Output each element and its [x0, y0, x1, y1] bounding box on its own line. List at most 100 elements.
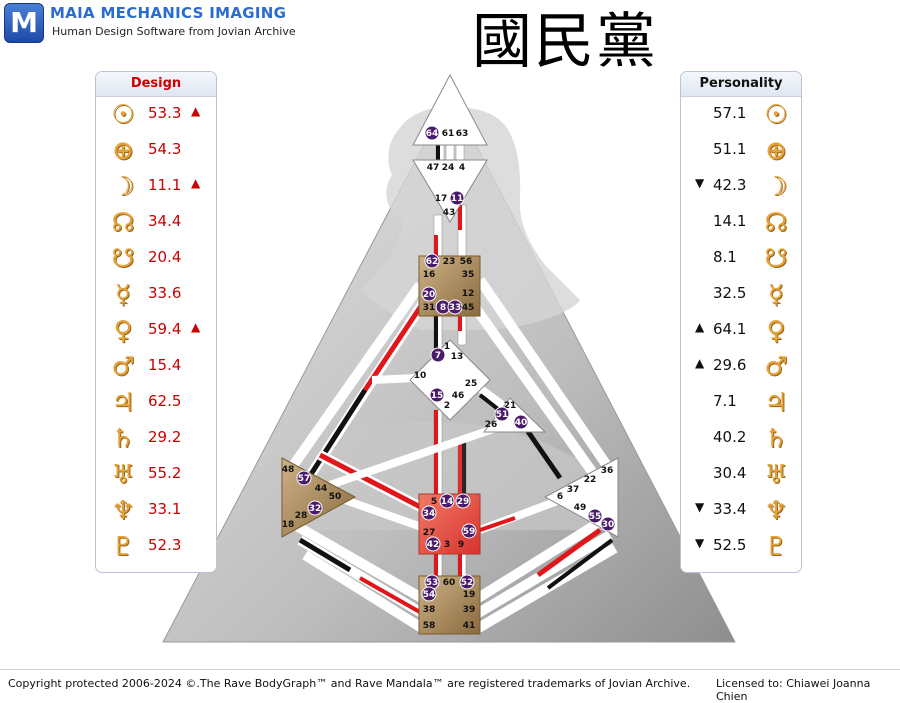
gate-31: 31	[423, 303, 436, 313]
moon-icon: ☽	[111, 172, 135, 202]
gate-41: 41	[463, 621, 476, 631]
gate-33-marker	[447, 299, 463, 315]
pluto-icon: ♇	[764, 532, 788, 562]
design-panel-heading: Design	[96, 72, 216, 97]
gate-64-marker	[424, 125, 440, 141]
personality-arrow: ▼	[695, 500, 705, 514]
footer-divider	[0, 669, 900, 670]
brand-name: MAIA MECHANICS IMAGING	[50, 4, 287, 22]
earth-icon: ⊕	[765, 136, 787, 166]
channels	[285, 139, 618, 635]
gate-17: 17	[435, 194, 448, 204]
gate-14: 14	[441, 497, 454, 507]
personality-value: 51.1	[713, 140, 747, 158]
gate-54: 54	[423, 590, 436, 600]
gate-4: 4	[459, 163, 465, 173]
gate-16: 16	[423, 270, 436, 280]
personality-row-uranus: ♅30.4	[681, 458, 801, 494]
personality-row-neptune: ♆33.4▼	[681, 494, 801, 530]
gate-32: 32	[309, 504, 322, 514]
design-value: 54.3	[148, 140, 182, 158]
personality-value: 57.1	[713, 104, 747, 122]
design-value: 62.5	[148, 392, 182, 410]
south-node-icon: ☋	[111, 244, 135, 274]
gate-38: 38	[423, 605, 436, 615]
gate-19: 19	[463, 590, 476, 600]
app-header: M MAIA MECHANICS IMAGING Human Design So…	[0, 0, 900, 44]
design-arrow: ▲	[191, 104, 201, 118]
gate-11-marker	[449, 190, 465, 206]
design-row-jupiter: ♃ 62.5	[96, 386, 216, 422]
personality-arrow: ▲	[695, 320, 705, 334]
gate-35: 35	[462, 270, 475, 280]
design-row-north-node: ☊ 34.4	[96, 206, 216, 242]
personality-panel: Personality ☉57.1⊕51.1☽42.3▼☊14.1☋8.1☿32…	[680, 71, 802, 573]
design-row-south-node: ☋ 20.4	[96, 242, 216, 278]
design-value: 52.3	[148, 536, 182, 554]
uranus-icon: ♅	[764, 460, 788, 490]
jupiter-icon: ♃	[111, 388, 135, 418]
g-center	[409, 339, 491, 421]
gate-57-marker	[296, 470, 312, 486]
personality-value: 33.4	[713, 500, 747, 518]
gate-30: 30	[602, 520, 615, 530]
gate-5: 5	[431, 497, 437, 507]
gate-42: 42	[427, 540, 440, 550]
gate-10: 10	[414, 371, 427, 381]
gate-43: 43	[443, 208, 456, 218]
design-value: 34.4	[148, 212, 182, 230]
gate-3: 3	[444, 540, 450, 550]
gate-61: 61	[442, 129, 455, 139]
personality-row-mars: ♂29.6▲	[681, 350, 801, 386]
gate-27: 27	[423, 528, 436, 538]
north-node-icon: ☊	[111, 208, 135, 238]
gate-25: 25	[465, 379, 478, 389]
shoulder-silhouette	[290, 421, 610, 530]
gate-47: 47	[427, 163, 440, 173]
personality-value: 7.1	[713, 392, 737, 410]
personality-row-saturn: ♄40.2	[681, 422, 801, 458]
gate-59: 59	[463, 527, 476, 537]
design-value: 53.3	[148, 104, 182, 122]
gate-42-marker	[425, 536, 441, 552]
gate-2: 2	[444, 401, 450, 411]
gate-63: 63	[456, 129, 469, 139]
gate-55: 55	[589, 512, 602, 522]
personality-panel-heading: Personality	[681, 72, 801, 97]
gate-8: 8	[440, 303, 446, 313]
design-value: 20.4	[148, 248, 182, 266]
gate-34: 34	[423, 509, 436, 519]
gate-53: 53	[426, 578, 439, 588]
gate-1: 1	[444, 342, 450, 352]
gate-29-marker	[455, 493, 471, 509]
gate-40: 40	[515, 418, 528, 428]
gate-9: 9	[458, 540, 464, 550]
gate-49: 49	[574, 503, 587, 513]
gate-40-marker	[513, 414, 529, 430]
gate-15-marker	[429, 387, 445, 403]
gate-45: 45	[462, 303, 475, 313]
design-row-venus: ♀59.4▲	[96, 314, 216, 350]
design-row-sun: ☉ 53.3 ▲	[96, 98, 216, 134]
design-row-moon: ☽11.1▲	[96, 170, 216, 206]
venus-icon: ♀	[766, 316, 786, 346]
gate-12: 12	[462, 289, 475, 299]
personality-value: 52.5	[713, 536, 747, 554]
sun-icon: ☉	[111, 100, 135, 130]
gate-21: 21	[504, 401, 517, 411]
design-row-pluto: ♇ 52.3	[96, 530, 216, 566]
design-panel: Design ☉53.3▲⊕54.3☽11.1▲☊34.4☋20.4☿33.6♀…	[95, 71, 217, 573]
gate-44: 44	[315, 484, 328, 494]
pluto-icon: ♇	[111, 532, 135, 562]
personality-arrow: ▼	[695, 176, 705, 190]
gate-24: 24	[442, 163, 455, 173]
gate-26: 26	[485, 420, 498, 430]
gate-11: 11	[451, 194, 464, 204]
gate-20: 20	[423, 290, 436, 300]
design-value: 15.4	[148, 356, 182, 374]
mercury-icon: ☿	[768, 280, 784, 310]
personality-row-earth: ⊕ 51.1	[681, 134, 801, 170]
gate-15: 15	[431, 391, 444, 401]
moon-icon: ☽	[764, 172, 788, 202]
gate-60: 60	[443, 578, 456, 588]
